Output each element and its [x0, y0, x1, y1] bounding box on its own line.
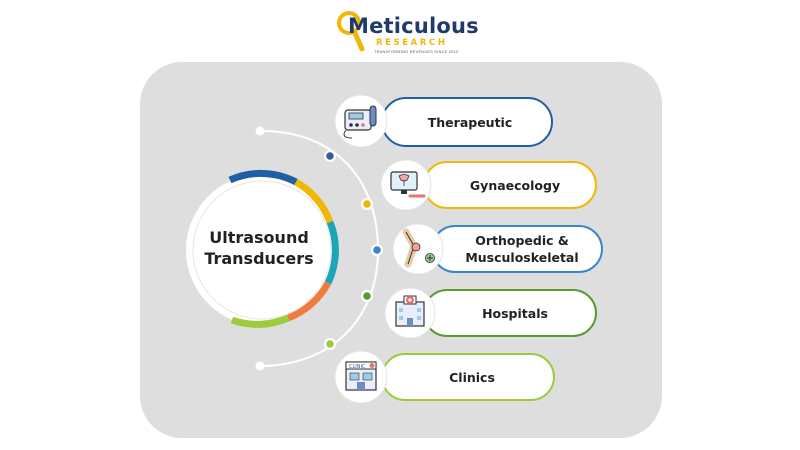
- connector-dot-3-fill: [373, 246, 381, 254]
- connector-dot-2-fill: [363, 200, 371, 208]
- hub-ring-segment-yellow: [294, 178, 334, 224]
- hospital-building-icon: [384, 287, 436, 339]
- connector-dot-4-fill: [363, 292, 371, 300]
- knee-joint-icon: [392, 223, 444, 275]
- label-hospitals: Hospitals: [482, 305, 548, 321]
- hub-ring-segment-green: [230, 314, 290, 328]
- center-title-line1: Ultrasound: [209, 228, 309, 247]
- label-clinics: Clinics: [449, 369, 495, 385]
- ultrasound-therapy-device-icon: [334, 94, 388, 148]
- connector-endpoint-bottom: [255, 361, 265, 371]
- hub-ring-segment-blue: [228, 169, 298, 186]
- brand-logo: Meticulous RESEARCH TRANSFORMING REVENUE…: [336, 6, 479, 60]
- svg-text:CLINIC: CLINIC: [349, 364, 366, 370]
- connector-dot-5-fill: [326, 340, 334, 348]
- label-therapeutic: Therapeutic: [427, 114, 513, 130]
- connector-endpoint-top: [255, 126, 265, 136]
- clinic-building-icon: CLINIC: [334, 350, 388, 404]
- hub-ring-segment-orange: [286, 281, 332, 322]
- center-hub-inner: [192, 180, 332, 320]
- label-orthopedic-line2: Musculoskeletal: [465, 250, 579, 265]
- hub-ring-segment-teal: [324, 220, 339, 285]
- connector-dot-1-fill: [326, 152, 334, 160]
- center-title-line2: Transducers: [204, 249, 314, 268]
- label-gynaecology: Gynaecology: [469, 177, 561, 193]
- label-orthopedic-line1: Orthopedic &: [475, 233, 569, 248]
- logo-subtitle: RESEARCH: [376, 38, 448, 48]
- magnifier-logo-icon: [337, 11, 365, 52]
- gynecology-ultrasound-monitor-icon: [380, 159, 432, 211]
- logo-name: Meticulous: [348, 14, 479, 38]
- center-title: Ultrasound Transducers: [188, 227, 330, 269]
- center-hub: [186, 169, 339, 328]
- label-orthopedic: Orthopedic & Musculoskeletal: [444, 226, 600, 272]
- logo-tagline: TRANSFORMING REVENUES SINCE 2010: [374, 50, 459, 54]
